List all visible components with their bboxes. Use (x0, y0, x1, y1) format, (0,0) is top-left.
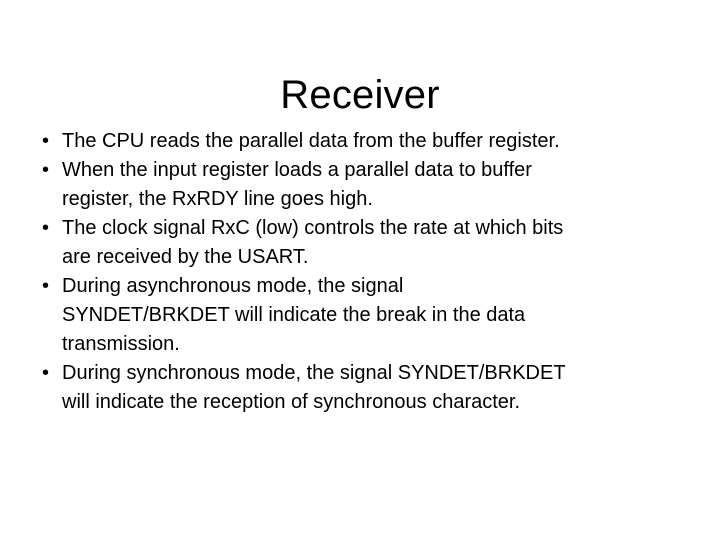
slide-title-container: Receiver (0, 44, 720, 146)
bullet-text: When the input register loads a parallel… (62, 159, 532, 210)
list-item: • The CPU reads the parallel data from t… (30, 127, 690, 156)
page-title: Receiver (280, 72, 440, 117)
bullet-text: During asynchronous mode, the signal SYN… (62, 275, 526, 355)
bullet-point-icon: • (42, 159, 50, 181)
list-item: • During asynchronous mode, the signal S… (30, 272, 690, 359)
bullet-point-icon: • (42, 130, 50, 152)
bullet-text: The CPU reads the parallel data from the… (62, 130, 560, 152)
slide-body-container: • The CPU reads the parallel data from t… (30, 127, 690, 417)
list-item: • During synchronous mode, the signal SY… (30, 359, 690, 417)
bullet-point-icon: • (42, 217, 50, 239)
bullet-text: The clock signal RxC (low) controls the … (62, 217, 564, 268)
list-item: • The clock signal RxC (low) controls th… (30, 214, 690, 272)
bullet-text: During synchronous mode, the signal SYND… (62, 362, 566, 413)
list-item: • When the input register loads a parall… (30, 156, 690, 214)
bullet-point-icon: • (42, 275, 50, 297)
bullet-list: • The CPU reads the parallel data from t… (30, 127, 690, 417)
bullet-point-icon: • (42, 362, 50, 384)
